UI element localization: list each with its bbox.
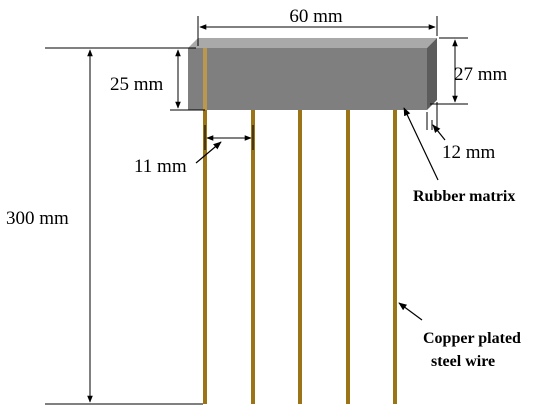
height-label: 27 mm xyxy=(454,64,508,85)
thickness-leader xyxy=(432,124,446,141)
wire-5 xyxy=(393,110,397,404)
spacing-leader xyxy=(195,141,222,164)
dimension-lines xyxy=(45,16,468,405)
steel-wires xyxy=(203,48,397,404)
wire-label-line1: Copper plated xyxy=(423,330,521,347)
wire-1 xyxy=(203,48,207,404)
wire-3 xyxy=(298,110,302,404)
matrix-label: Rubber matrix xyxy=(413,188,515,205)
wire-length-label: 300 mm xyxy=(6,208,69,229)
wire-leader xyxy=(398,302,423,321)
leader-arrows xyxy=(195,107,446,321)
width-label: 60 mm xyxy=(289,6,343,27)
matrix-leader xyxy=(403,107,439,181)
embedded-wire-segment xyxy=(203,48,207,110)
thickness-label: 12 mm xyxy=(442,142,496,163)
spacing-label: 11 mm xyxy=(134,156,187,177)
rubber-block xyxy=(188,38,437,110)
block-top-face xyxy=(188,38,437,48)
embed-depth-label: 25 mm xyxy=(110,74,164,95)
block-side-face xyxy=(427,38,437,110)
wire-4 xyxy=(346,110,350,404)
labels: 60 mm 25 mm 27 mm 12 mm 11 mm 300 mm Rub… xyxy=(6,6,521,370)
block-front-face xyxy=(188,48,427,110)
wire-label-line2: steel wire xyxy=(431,353,495,370)
wire-2 xyxy=(251,110,255,404)
